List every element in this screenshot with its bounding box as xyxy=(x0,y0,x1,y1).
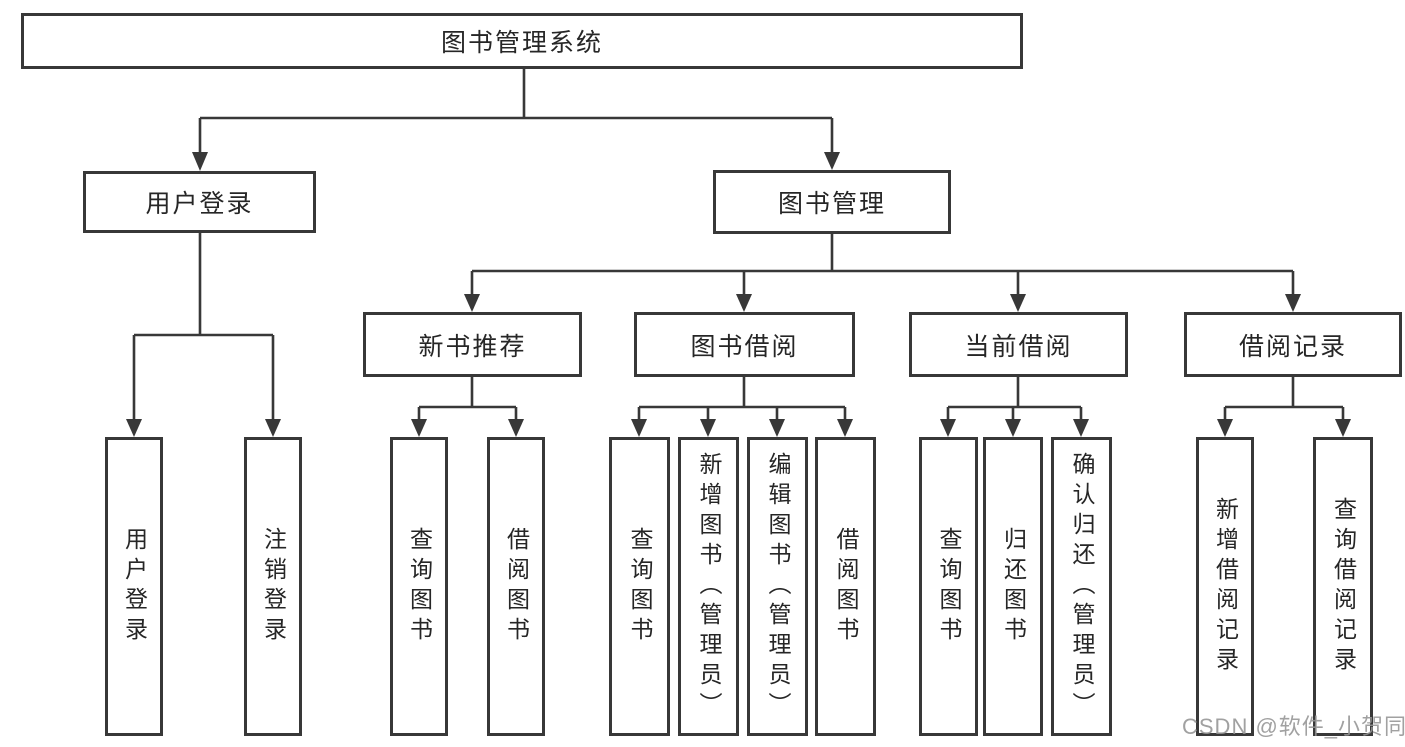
leaf-add-borrow-record: 新增借阅记录 xyxy=(1196,437,1254,736)
leaf-logout: 注销登录 xyxy=(244,437,302,736)
leaf-query-books-current: 查询图书 xyxy=(919,437,978,736)
node-library-management-system: 图书管理系统 xyxy=(21,13,1023,69)
leaf-borrow-books-recommend: 借阅图书 xyxy=(487,437,545,736)
leaf-confirm-return-admin: 确认归还（管理员） xyxy=(1051,437,1112,736)
leaf-add-book-admin: 新增图书（管理员） xyxy=(678,437,739,736)
leaf-query-books-borrow: 查询图书 xyxy=(609,437,670,736)
leaf-edit-book-admin: 编辑图书（管理员） xyxy=(747,437,808,736)
leaf-query-borrow-record: 查询借阅记录 xyxy=(1313,437,1373,736)
node-book-management: 图书管理 xyxy=(713,170,951,234)
leaf-borrow-books: 借阅图书 xyxy=(815,437,876,736)
node-borrow-records: 借阅记录 xyxy=(1184,312,1402,377)
leaf-user-login: 用户登录 xyxy=(105,437,163,736)
csdn-watermark: CSDN @软件_小贺同学 xyxy=(1182,714,1405,739)
node-current-borrow: 当前借阅 xyxy=(909,312,1128,377)
node-book-borrow: 图书借阅 xyxy=(634,312,855,377)
leaf-return-books: 归还图书 xyxy=(983,437,1043,736)
node-user-login: 用户登录 xyxy=(83,171,316,233)
node-new-book-recommend: 新书推荐 xyxy=(363,312,582,377)
leaf-query-books-recommend: 查询图书 xyxy=(390,437,448,736)
